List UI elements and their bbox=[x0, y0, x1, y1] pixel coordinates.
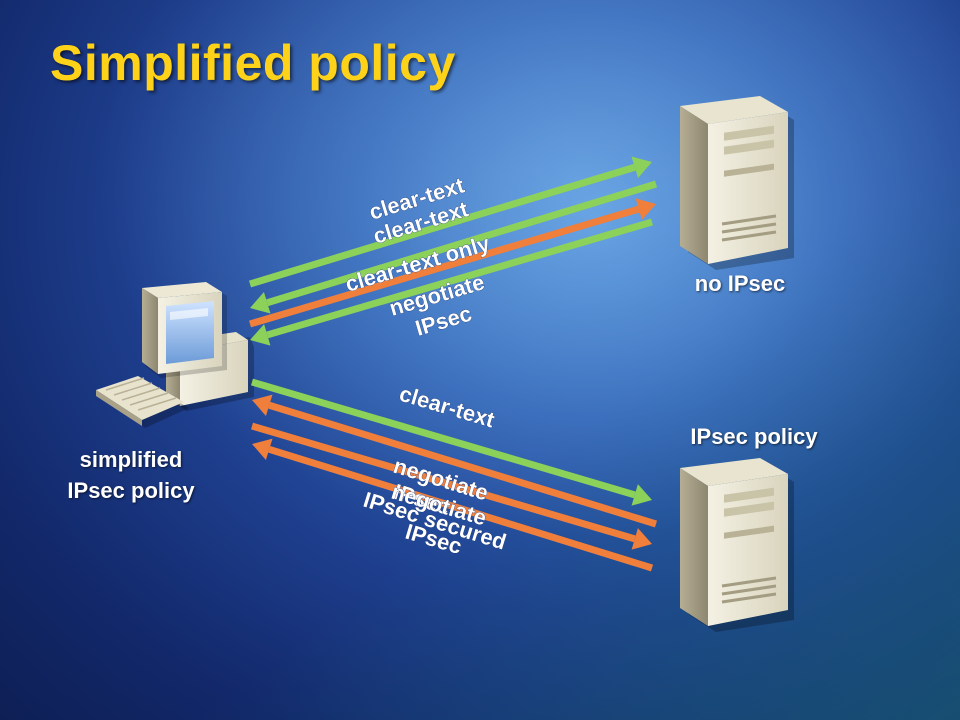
bottom-arrow-3 bbox=[251, 422, 636, 543]
bottom-arrowhead-2 bbox=[252, 394, 273, 416]
client-computer-icon bbox=[96, 282, 254, 428]
top-arrow-4 bbox=[266, 218, 653, 339]
server-bottom-icon bbox=[680, 458, 794, 632]
bottom-arrowhead-4 bbox=[252, 438, 273, 461]
top-arrowhead-1 bbox=[631, 156, 652, 178]
server-top-icon bbox=[680, 96, 794, 270]
client-label-line1: simplified bbox=[79, 447, 183, 472]
server-top-label: no IPsec bbox=[694, 271, 786, 296]
top-arrow-1 bbox=[248, 163, 636, 288]
bottom-arrow-1 bbox=[251, 378, 636, 499]
bottom-flow-label-1: clear-text bbox=[397, 381, 499, 433]
client-label-line2: IPsec policy bbox=[67, 478, 195, 503]
bottom-arrowhead-3 bbox=[631, 528, 652, 550]
server-bottom-label: IPsec policy bbox=[690, 424, 818, 449]
client-label: simplified IPsec policy bbox=[40, 444, 222, 506]
bottom-arrow-2 bbox=[268, 401, 658, 528]
top-arrowhead-3 bbox=[635, 198, 656, 220]
bottom-arrowhead-1 bbox=[631, 484, 652, 506]
bottom-arrow-4 bbox=[268, 445, 654, 572]
top-arrow-2 bbox=[266, 180, 658, 307]
top-arrowhead-2 bbox=[250, 292, 271, 314]
slide-title: Simplified policy bbox=[50, 35, 456, 91]
top-arrow-3 bbox=[249, 205, 640, 328]
top-arrowhead-4 bbox=[250, 324, 271, 346]
